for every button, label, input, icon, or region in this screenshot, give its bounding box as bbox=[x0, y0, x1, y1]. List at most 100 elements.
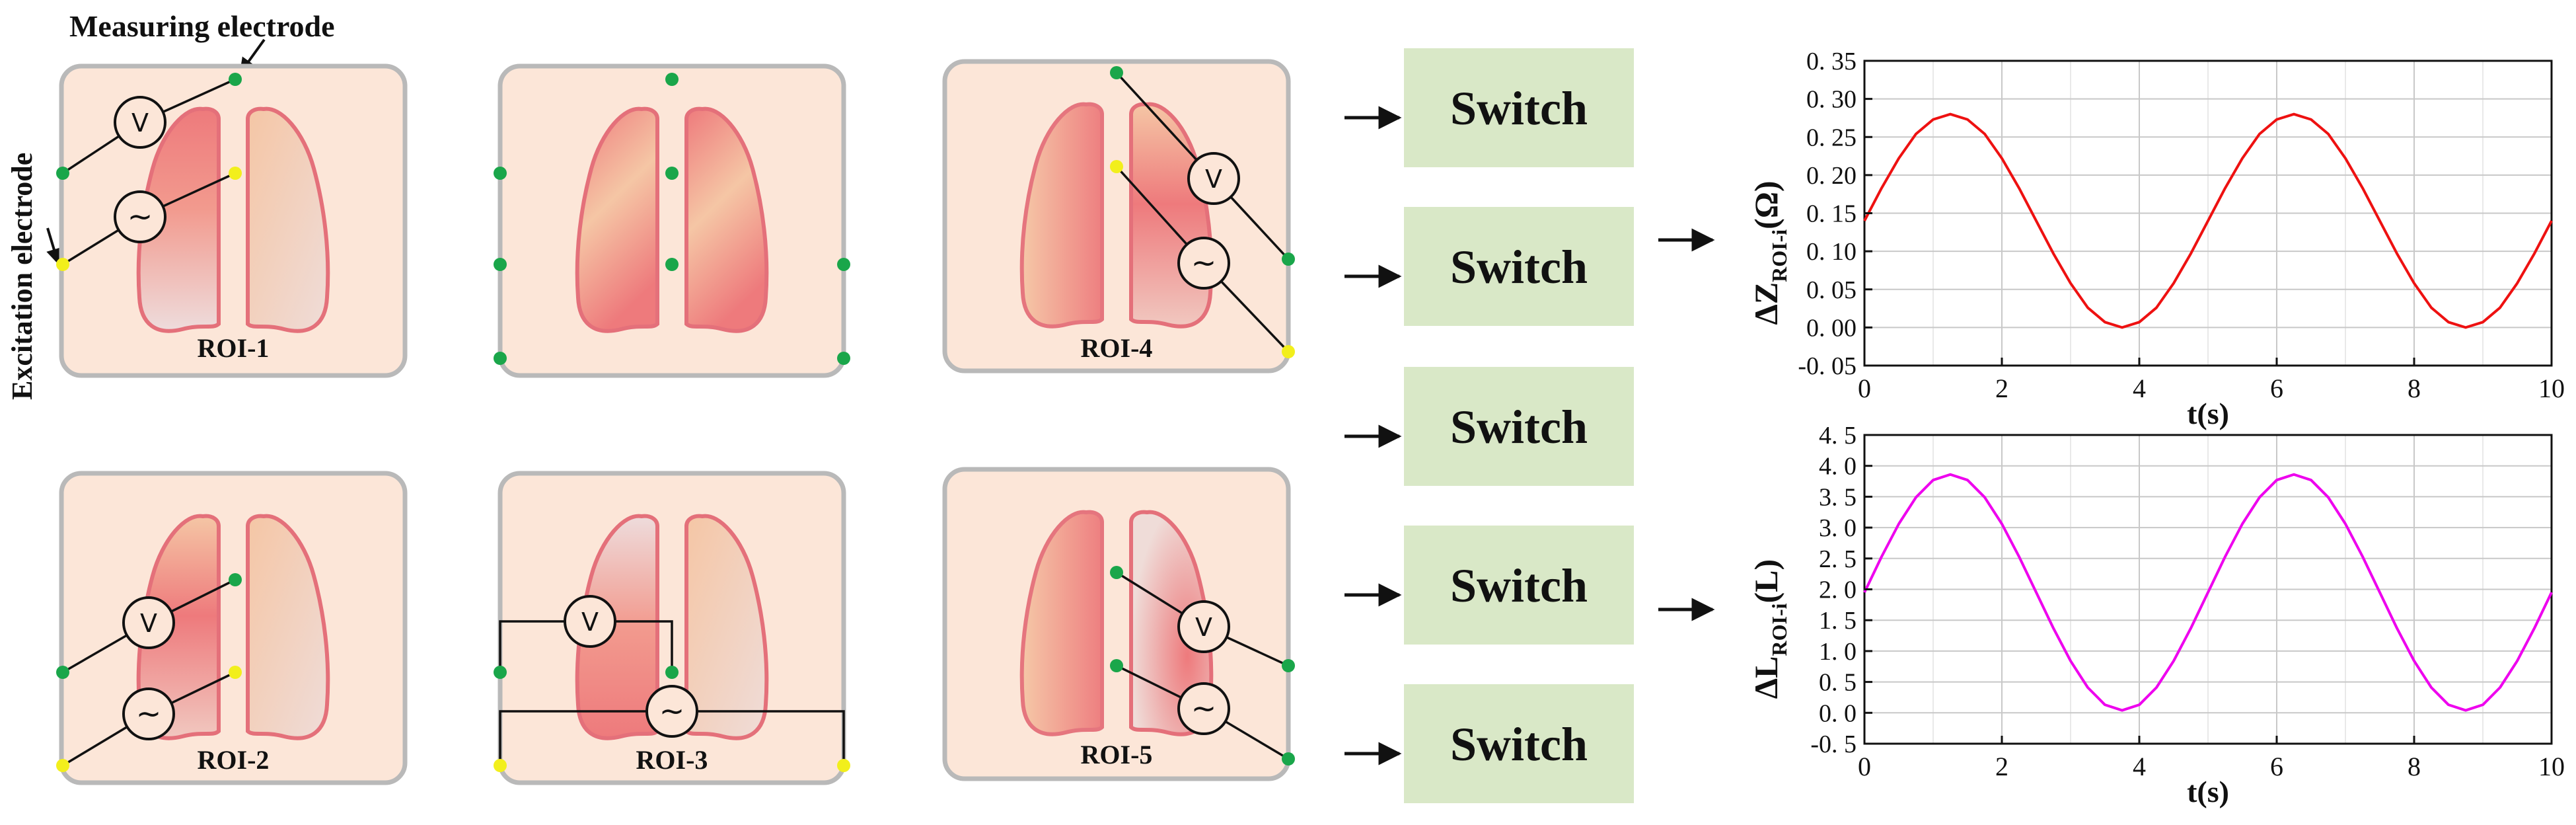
roi-1-panel: V ~ ROI-1 bbox=[56, 63, 408, 378]
roi-5-voltmeter bbox=[1177, 600, 1230, 653]
volume-x-tick-label: 6 bbox=[2270, 752, 2283, 781]
impedance-x-tick-label: 10 bbox=[2538, 373, 2565, 403]
measuring-electrode bbox=[494, 352, 507, 365]
excitation-electrode bbox=[229, 167, 242, 180]
impedance-y-axis-subscript: ROI-i bbox=[1767, 229, 1791, 282]
roi-4-label: ROI-4 bbox=[1081, 333, 1153, 363]
volume-y-axis-label: ΔLROI-i(L) bbox=[1748, 559, 1791, 699]
volume-y-tick-label: 3. 0 bbox=[1819, 514, 1857, 542]
roi-1-label: ROI-1 bbox=[198, 333, 270, 363]
measuring-electrode bbox=[1282, 752, 1295, 766]
roi-2-current-source bbox=[122, 688, 175, 740]
switch-1-box bbox=[1404, 48, 1634, 167]
roi-3-panel: V ~ ROI-3 bbox=[494, 471, 850, 785]
roi-4-current-source bbox=[1177, 237, 1230, 290]
impedance-y-tick-label: 0. 20 bbox=[1806, 162, 1857, 190]
volume-x-tick-label: 0 bbox=[1858, 752, 1871, 781]
measuring-electrode bbox=[665, 73, 679, 86]
excitation-electrode bbox=[494, 759, 507, 772]
roi-5-panel: V ~ ROI-5 bbox=[942, 467, 1295, 781]
measuring-electrode bbox=[56, 167, 69, 180]
roi-3-current-source bbox=[645, 685, 698, 738]
volume-series-line bbox=[1863, 473, 2553, 712]
switch-2-box bbox=[1404, 207, 1634, 326]
svg-text:V: V bbox=[131, 108, 149, 138]
switch-4-box bbox=[1404, 526, 1634, 645]
roi-5-current-source bbox=[1177, 682, 1230, 735]
impedance-x-tick-label: 0 bbox=[1858, 373, 1871, 403]
impedance-y-tick-label: 0. 10 bbox=[1806, 238, 1857, 266]
measuring-electrode bbox=[837, 352, 850, 365]
volume-y-tick-label: 4. 5 bbox=[1819, 422, 1857, 450]
switch-3-box bbox=[1404, 367, 1634, 486]
impedance-y-axis-symbol: ΔZ bbox=[1748, 282, 1785, 325]
volume-y-tick-label: 3. 5 bbox=[1819, 483, 1857, 511]
measuring-electrode bbox=[56, 666, 69, 679]
measuring-electrode bbox=[494, 167, 507, 180]
excitation-electrode bbox=[837, 759, 850, 772]
impedance-x-tick-label: 4 bbox=[2133, 373, 2146, 403]
switch-3-label: Switch bbox=[1450, 401, 1588, 453]
roi-4-panel: V ~ ROI-4 bbox=[942, 59, 1295, 373]
measuring-electrode bbox=[1282, 253, 1295, 266]
volume-y-tick-label: 2. 0 bbox=[1819, 576, 1857, 604]
impedance-y-tick-label: 0. 05 bbox=[1806, 276, 1857, 304]
roi-1-current-source bbox=[114, 190, 166, 243]
excitation-electrode-arrow bbox=[46, 227, 62, 265]
switch-column: Switch Switch Switch Switch Switch bbox=[1344, 48, 1634, 803]
svg-text:~: ~ bbox=[659, 693, 685, 728]
measuring-electrode bbox=[665, 666, 679, 679]
impedance-y-axis-unit: (Ω) bbox=[1748, 180, 1785, 229]
impedance-y-tick-label: -0. 05 bbox=[1798, 352, 1857, 380]
impedance-y-tick-label: 0. 25 bbox=[1806, 124, 1857, 151]
svg-text:V: V bbox=[1195, 613, 1212, 642]
excitation-electrode bbox=[56, 759, 69, 772]
roi-3-label: ROI-3 bbox=[636, 745, 708, 775]
roi-5-frame bbox=[942, 467, 1291, 781]
switch-5-box bbox=[1404, 684, 1634, 803]
volume-x-tick-label: 2 bbox=[1995, 752, 2008, 781]
impedance-y-tick-label: 0. 30 bbox=[1806, 86, 1857, 114]
volume-x-tick-label: 4 bbox=[2133, 752, 2146, 781]
volume-y-tick-label: 0. 0 bbox=[1819, 699, 1857, 727]
measuring-electrode bbox=[1110, 659, 1123, 672]
svg-text:~: ~ bbox=[1191, 690, 1217, 726]
roi-2-label: ROI-2 bbox=[198, 745, 270, 775]
switch-5-label: Switch bbox=[1450, 718, 1588, 771]
volume-y-tick-label: 1. 0 bbox=[1819, 638, 1857, 666]
measuring-electrode-label: Measuring electrode bbox=[69, 9, 335, 43]
switch-4-label: Switch bbox=[1450, 559, 1588, 612]
measuring-electrode bbox=[665, 258, 679, 271]
roi-4-frame bbox=[942, 59, 1291, 373]
roi-2-panel: V ~ ROI-2 bbox=[56, 471, 408, 785]
volume-y-tick-label: -0. 5 bbox=[1810, 730, 1857, 758]
impedance-y-tick-label: 0. 00 bbox=[1806, 314, 1857, 342]
volume-y-tick-label: 4. 0 bbox=[1819, 453, 1857, 481]
roi-1-voltmeter bbox=[114, 96, 166, 149]
volume-y-tick-label: 2. 5 bbox=[1819, 545, 1857, 573]
volume-x-tick-label: 10 bbox=[2538, 752, 2565, 781]
volume-x-axis-label: t(s) bbox=[2187, 775, 2229, 808]
impedance-series-line bbox=[1863, 112, 2553, 329]
svg-text:V: V bbox=[140, 609, 157, 638]
measuring-electrode bbox=[1110, 566, 1123, 579]
impedance-x-tick-label: 2 bbox=[1995, 373, 2008, 403]
roi-5-label: ROI-5 bbox=[1081, 740, 1153, 769]
measuring-electrode bbox=[494, 666, 507, 679]
volume-y-tick-label: 0. 5 bbox=[1819, 669, 1857, 697]
electrode-layout-frame bbox=[497, 63, 846, 378]
impedance-x-tick-label: 6 bbox=[2270, 373, 2283, 403]
roi-4-voltmeter bbox=[1187, 152, 1240, 205]
excitation-electrode-label: Excitation electrode bbox=[6, 153, 38, 400]
measuring-electrode bbox=[229, 573, 242, 586]
roi-2-voltmeter bbox=[122, 596, 175, 649]
volume-x-tick-label: 8 bbox=[2408, 752, 2421, 781]
svg-text:~: ~ bbox=[128, 198, 153, 234]
roi-1-frame bbox=[59, 63, 408, 378]
svg-text:~: ~ bbox=[136, 695, 162, 731]
impedance-x-tick-label: 8 bbox=[2408, 373, 2421, 403]
switch-1-label: Switch bbox=[1450, 82, 1588, 135]
